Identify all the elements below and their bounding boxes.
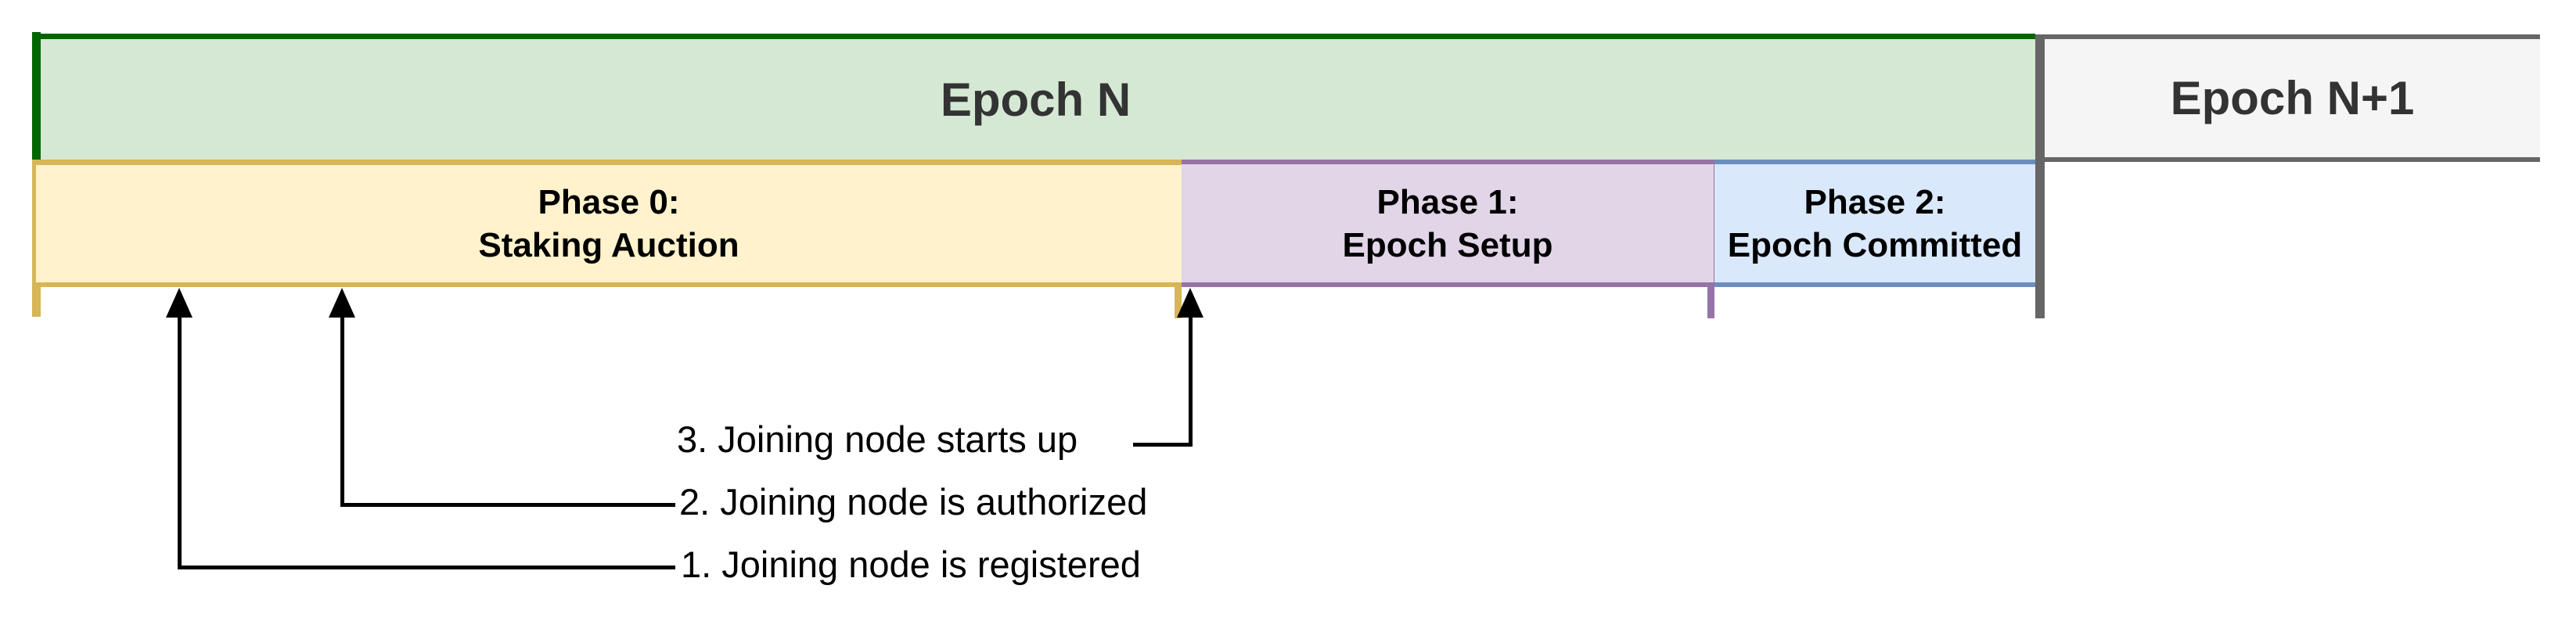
connector-3-horizontal-line xyxy=(1133,443,1193,447)
arrow-up-icon-2 xyxy=(329,288,355,318)
phase-1-subtitle: Epoch Setup xyxy=(1342,225,1553,264)
phase-0-box: Phase 0: Staking Auction xyxy=(36,160,1182,287)
connector-1-horizontal-line xyxy=(178,566,675,569)
phase-2-box: Phase 2: Epoch Committed xyxy=(1714,160,2035,287)
epoch-n-box: Epoch N xyxy=(36,34,2035,160)
epoch-boundary-bar xyxy=(2035,34,2045,318)
annotation-step-3: 3. Joining node starts up xyxy=(677,418,1078,460)
phase-1-box: Phase 1: Epoch Setup xyxy=(1182,160,1714,287)
phase-0-subtitle: Staking Auction xyxy=(478,226,739,264)
annotation-step-1: 1. Joining node is registered xyxy=(681,544,1141,585)
connector-1-vertical-line xyxy=(178,314,182,569)
phase-2-title: Phase 2: xyxy=(1804,182,1946,221)
epoch-n-plus-1-label: Epoch N+1 xyxy=(2170,72,2415,124)
phase-1-title: Phase 1: xyxy=(1376,182,1519,221)
connector-3-vertical-line xyxy=(1189,314,1193,447)
epoch-n-label: Epoch N xyxy=(940,74,1131,126)
connector-2-horizontal-line xyxy=(340,503,675,507)
annotation-step-2: 2. Joining node is authorized xyxy=(679,481,1148,522)
connector-2-vertical-line xyxy=(340,314,344,507)
epoch-n-start-bar xyxy=(32,32,41,160)
phase-0-title: Phase 0: xyxy=(538,183,680,221)
phase-2-subtitle: Epoch Committed xyxy=(1727,225,2023,264)
arrow-up-icon-3 xyxy=(1177,288,1203,318)
epoch-n-plus-1-box: Epoch N+1 xyxy=(2045,34,2540,162)
arrow-up-icon-1 xyxy=(166,288,192,318)
